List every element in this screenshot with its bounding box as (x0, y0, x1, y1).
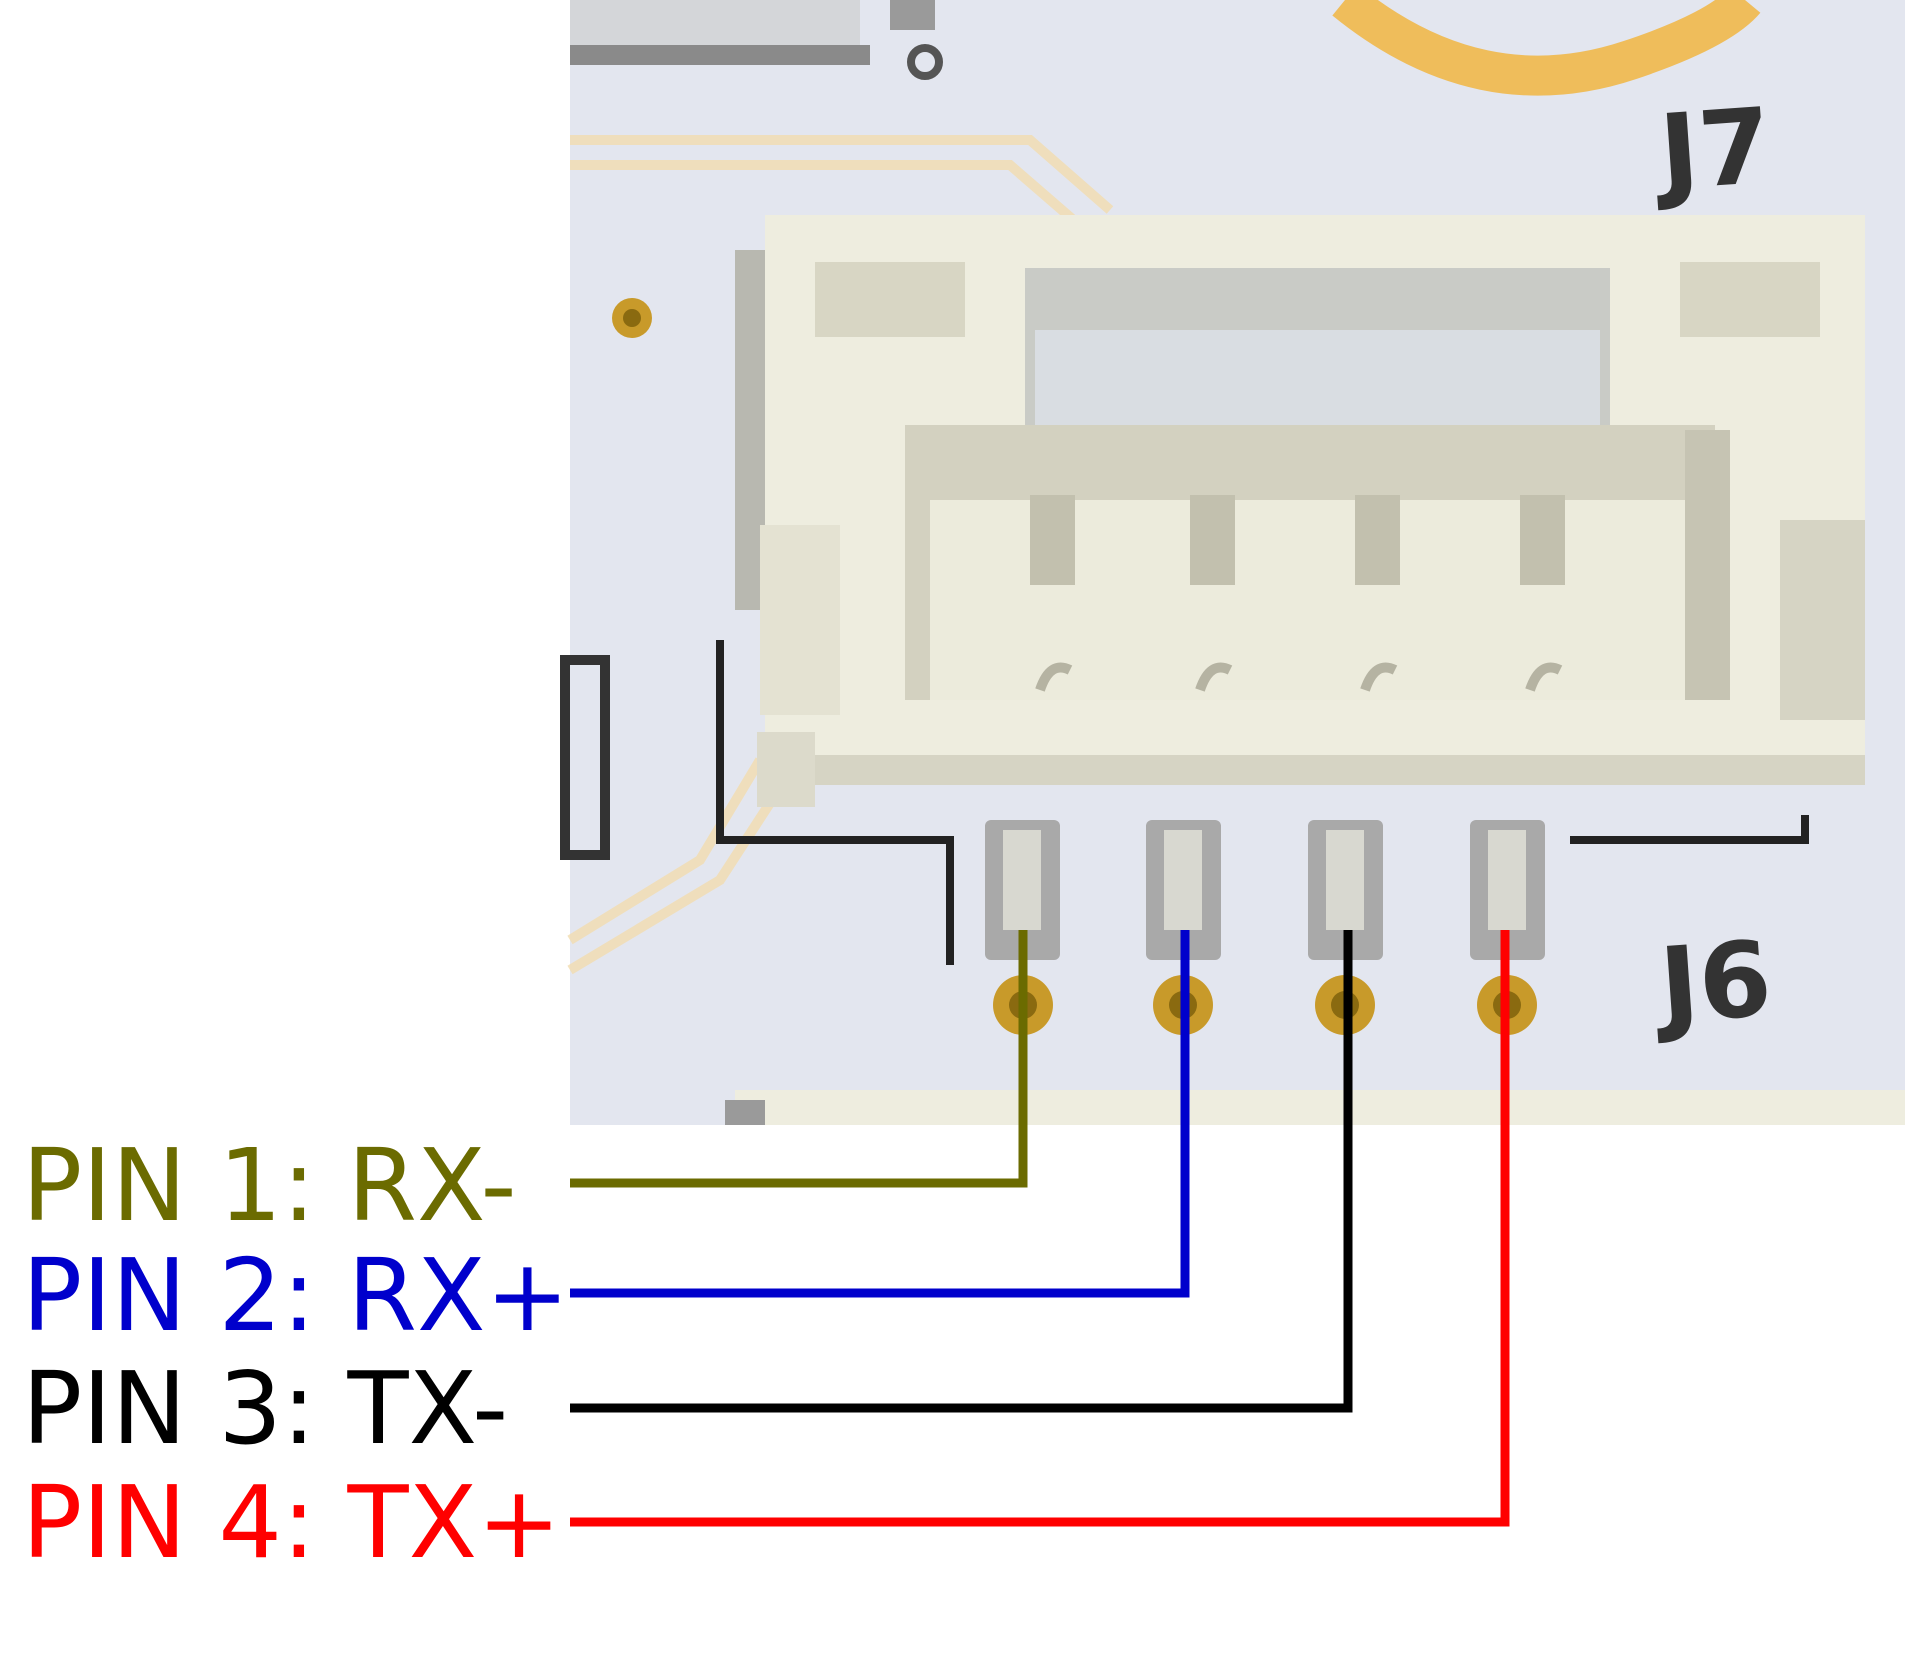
pcb-traces (567, 135, 1114, 975)
pin-4-label: PIN 4: TX+ (22, 1464, 561, 1581)
pin-3-label: PIN 3: TX- (22, 1350, 508, 1467)
silkscreen-j7: J7 (1650, 85, 1775, 215)
pin-1-label: PIN 1: RX- (22, 1127, 517, 1244)
top-left-component (570, 0, 943, 80)
connector-silkscreen (716, 640, 954, 965)
jst-connector-body (735, 215, 1865, 807)
bottom-component (735, 1090, 1905, 1130)
left-component (560, 655, 610, 860)
via-small (907, 44, 943, 80)
pcb-photo: J7 J6 (560, 0, 1905, 1130)
wire-pin-1 (570, 930, 1028, 1188)
connector-pins (985, 820, 1545, 960)
pin-legend: PIN 1: RX- PIN 2: RX+ PIN 3: TX- PIN 4: … (22, 1127, 569, 1581)
wire-pin-3 (570, 930, 1353, 1413)
mounting-ring (1332, 0, 1761, 96)
wire-pin-2 (570, 930, 1190, 1298)
pin-wires (570, 930, 1510, 1527)
pin-2-label: PIN 2: RX+ (22, 1237, 569, 1354)
silkscreen-j6: J6 (1650, 918, 1775, 1048)
wire-pin-4 (570, 930, 1510, 1527)
